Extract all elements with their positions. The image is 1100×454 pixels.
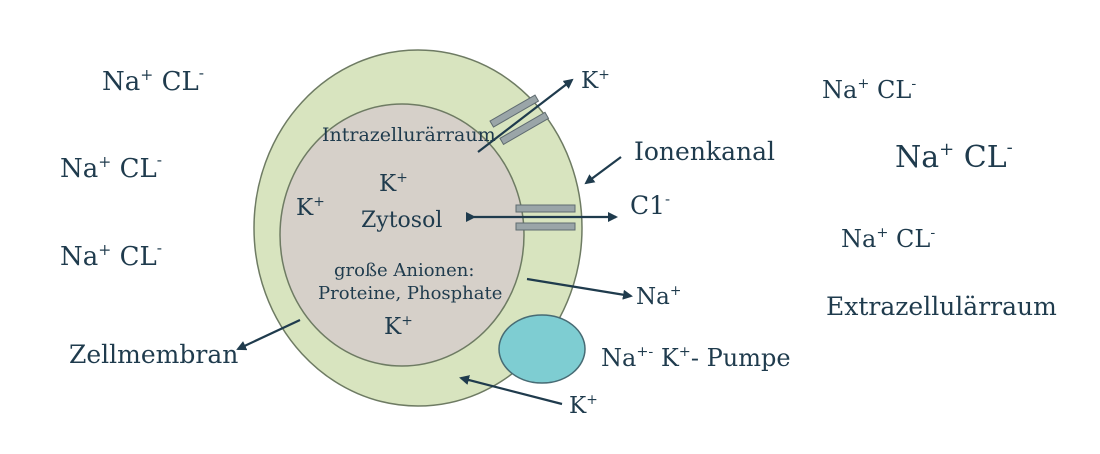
k-ion-bottom-outside: K+ (569, 392, 598, 419)
anionen-label-line2: Proteine, Phosphate (318, 283, 502, 304)
intrazellularraum-label: Intrazellurärraum (322, 124, 496, 146)
pump-label: Na+- K+- Pumpe (601, 344, 791, 372)
extrazellularraum-label: Extrazellulärraum (826, 292, 1057, 321)
ionenkanal-label: Ionenkanal (634, 137, 775, 166)
ion-label-outside: Na+ CL- (102, 64, 204, 97)
na-ion-label: Na+ (636, 283, 681, 310)
ion-label-outside: Na+ CL- (822, 76, 916, 104)
ionenkanal-arrow (586, 157, 621, 183)
k-ion-top-outside: K+ (581, 67, 610, 94)
anionen-label-line1: große Anionen: (334, 260, 474, 281)
ion-label-outside: Na+ CL- (895, 137, 1013, 175)
ion-label-outside: Na+ CL- (841, 225, 935, 253)
ion-label-outside: Na+ CL- (60, 239, 162, 272)
cl-ion-label: C1- (630, 190, 670, 220)
zellmembran-label: Zellmembran (69, 340, 238, 369)
zytosol-label: Zytosol (361, 208, 442, 233)
ion-label-outside: Na+ CL- (60, 151, 162, 184)
na-k-pump (499, 315, 585, 383)
